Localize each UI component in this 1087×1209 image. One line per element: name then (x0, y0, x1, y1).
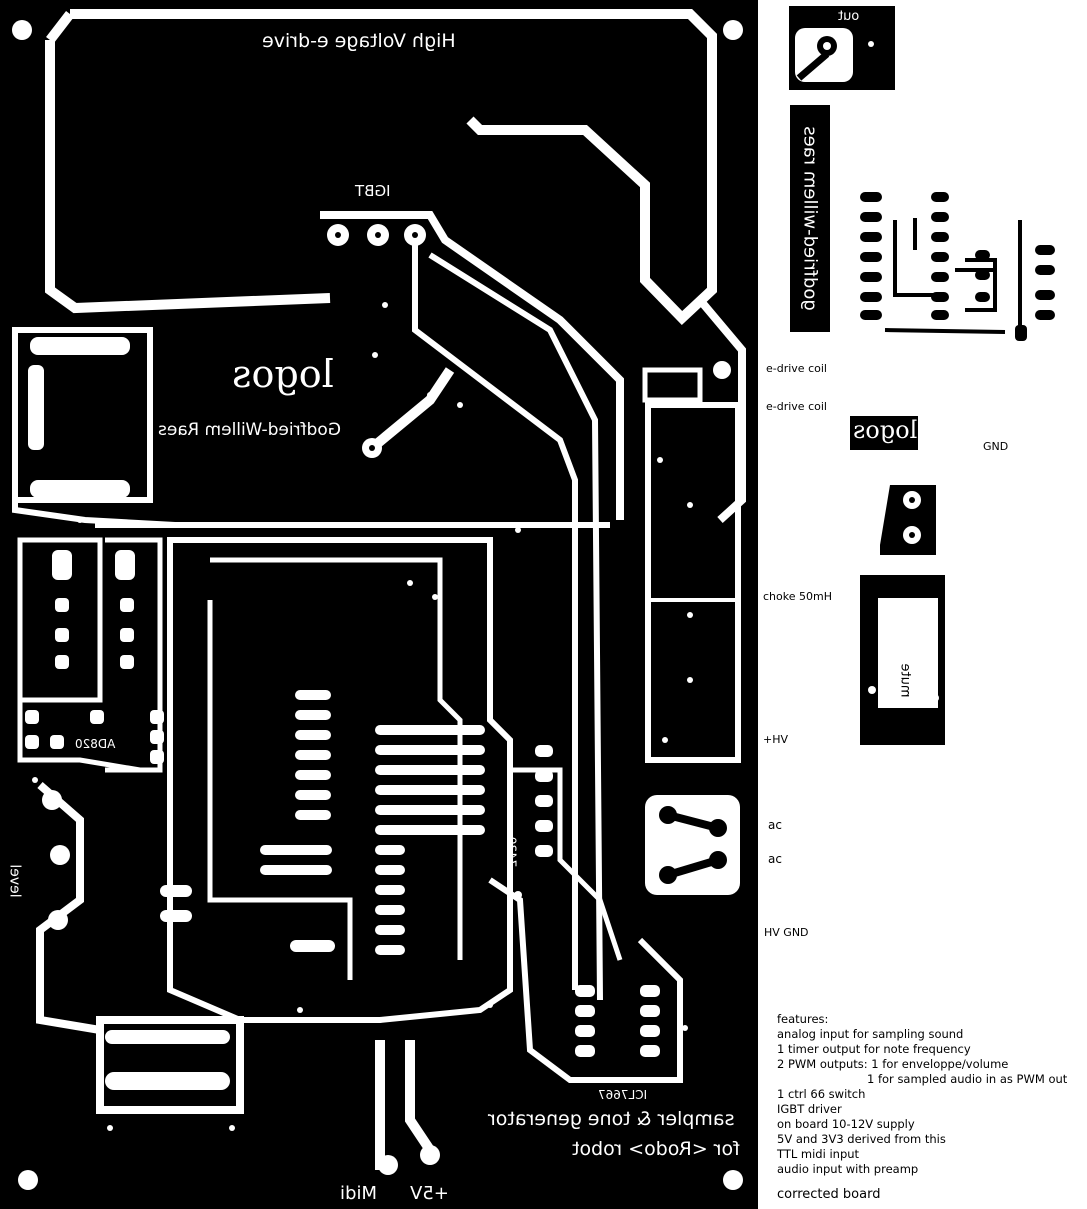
edrive-coil-label-2: e-drive coil (766, 400, 827, 413)
choke-label: choke 50mH (763, 590, 832, 603)
feature-item: on board 10-12V supply (777, 1117, 915, 1131)
plus5v-label: +5V (410, 1183, 449, 1204)
logos-mark: logos (232, 352, 334, 396)
level-label: level (6, 864, 23, 898)
feature-item: analog input for sampling sound (777, 1027, 964, 1041)
feature-item: 1 ctrl 66 switch (777, 1087, 866, 1101)
product-line-2: for <Rodo> robot (572, 1138, 740, 1160)
gnd-footprint (860, 485, 945, 745)
feature-item: 1 for sampled audio in as PWM out (867, 1072, 1068, 1086)
logos-side-label: logos (853, 416, 918, 444)
feature-item: 1 timer output for note frequency (777, 1042, 971, 1056)
ac-label-1: ac (768, 818, 782, 832)
ad820-label: AD820 (75, 737, 116, 751)
out-label: out (838, 9, 860, 24)
hv-title: High Voltage e-drive (262, 30, 456, 52)
logos-block (850, 416, 918, 450)
author-label: Godfried-Willem Raes (158, 420, 341, 440)
small-footprint-traces (860, 192, 1055, 341)
icl7667-label: ICL7667 (598, 1088, 648, 1102)
edrive-coil-label-1: e-drive coil (766, 362, 827, 375)
hv-plus-label: +HV (763, 733, 789, 746)
ac-label-2: ac (768, 852, 782, 866)
igbt-label: IGBT (355, 182, 391, 200)
feature-item: audio input with preamp (777, 1162, 919, 1176)
features-footer: corrected board (777, 1187, 881, 1202)
author-vertical-label: godfried-willem raes (799, 126, 821, 311)
feature-item: 2 PWM outputs: 1 for enveloppe/volume (777, 1057, 1009, 1071)
feature-item: TTL midi input (777, 1147, 860, 1161)
ic-7430-label: 7430 (504, 836, 519, 868)
author-vertical-block (790, 105, 830, 332)
mute-label: mute (897, 663, 913, 698)
feature-item: IGBT driver (777, 1102, 842, 1116)
gnd-label: GND (983, 440, 1009, 453)
feature-item: 5V and 3V3 derived from this (777, 1132, 946, 1146)
out-connector-footprint (789, 6, 895, 90)
features-heading: features: (777, 1012, 829, 1026)
midi-label: Midi (340, 1183, 377, 1204)
product-line-1: sampler & tone generator (488, 1108, 735, 1130)
hv-gnd-label: HV GND (764, 926, 809, 939)
features-list: features: analog input for sampling soun… (777, 1012, 1067, 1202)
